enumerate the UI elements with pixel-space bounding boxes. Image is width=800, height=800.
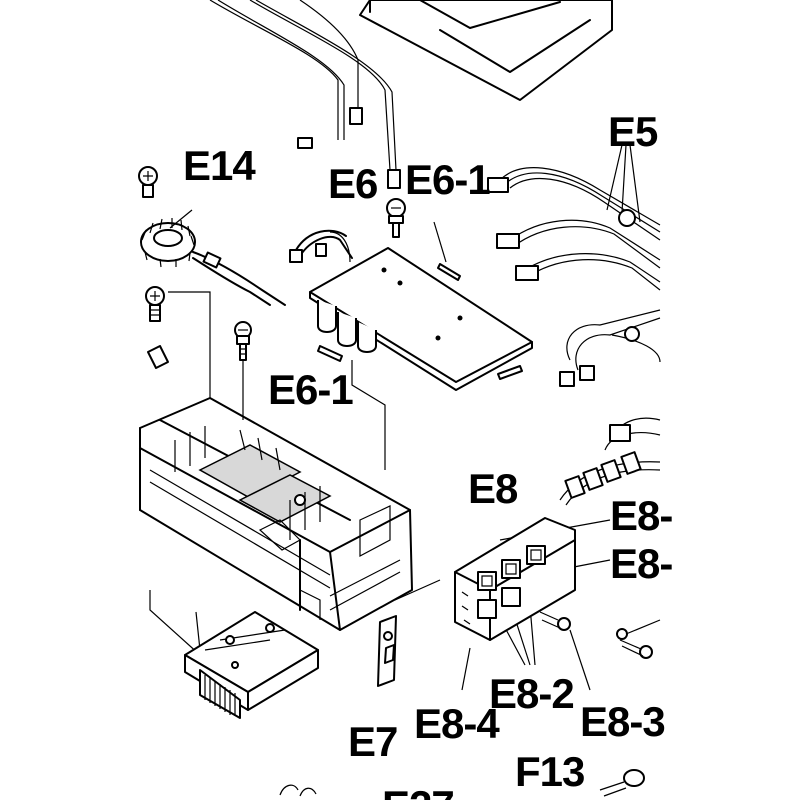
- e8-3-screw: [539, 611, 571, 631]
- e5-wire-harness: [487, 144, 661, 387]
- label-e27-partial: E27: [382, 782, 454, 800]
- label-e8-4: E8-4: [414, 700, 500, 747]
- e7-bracket: [377, 615, 397, 687]
- heatsink-module: [184, 611, 319, 719]
- top-wire-harness: [209, 0, 401, 189]
- top-cover-panel: [359, 0, 613, 101]
- label-e8-3: E8-3: [580, 698, 665, 745]
- screw-center: [234, 321, 252, 361]
- label-e6: E6: [328, 160, 377, 207]
- e14-toroid-choke: [140, 209, 286, 306]
- e6-1-fuse-mid: [317, 345, 343, 362]
- label-e14: E14: [183, 142, 256, 189]
- label-e8-1: E8-: [610, 492, 672, 539]
- callout-labels: E14 E6 E6-1 E5 E6-1 E8 E8- E8- E8-2 E8-3…: [183, 108, 673, 800]
- screw-right-lower: [616, 619, 661, 659]
- label-e8: E8: [468, 465, 518, 512]
- e6-1-fuse-right: [497, 365, 523, 380]
- label-e5: E5: [608, 108, 658, 155]
- main-chassis: [139, 397, 413, 631]
- e6-1-fuse-top: [433, 221, 461, 281]
- label-e8-side: E8-: [610, 540, 672, 587]
- label-e6-1-top: E6-1: [405, 156, 490, 203]
- bottom-partial-parts: [279, 784, 317, 797]
- label-e7: E7: [348, 718, 397, 765]
- label-e6-1-mid: E6-1: [268, 366, 353, 413]
- e6-pcb-board: [289, 229, 533, 391]
- e8-terminal-block: [454, 517, 576, 641]
- small-bracket-left: [147, 345, 169, 369]
- label-f13: F13: [515, 748, 584, 795]
- screw-left-mid: [145, 286, 165, 322]
- label-e8-2: E8-2: [489, 670, 574, 717]
- leader-lines: [149, 291, 611, 691]
- screw-left-top: [138, 166, 158, 198]
- screw-e6: [386, 198, 406, 238]
- harness-connectors-lower-right: [559, 417, 661, 506]
- f13-part: [599, 769, 645, 797]
